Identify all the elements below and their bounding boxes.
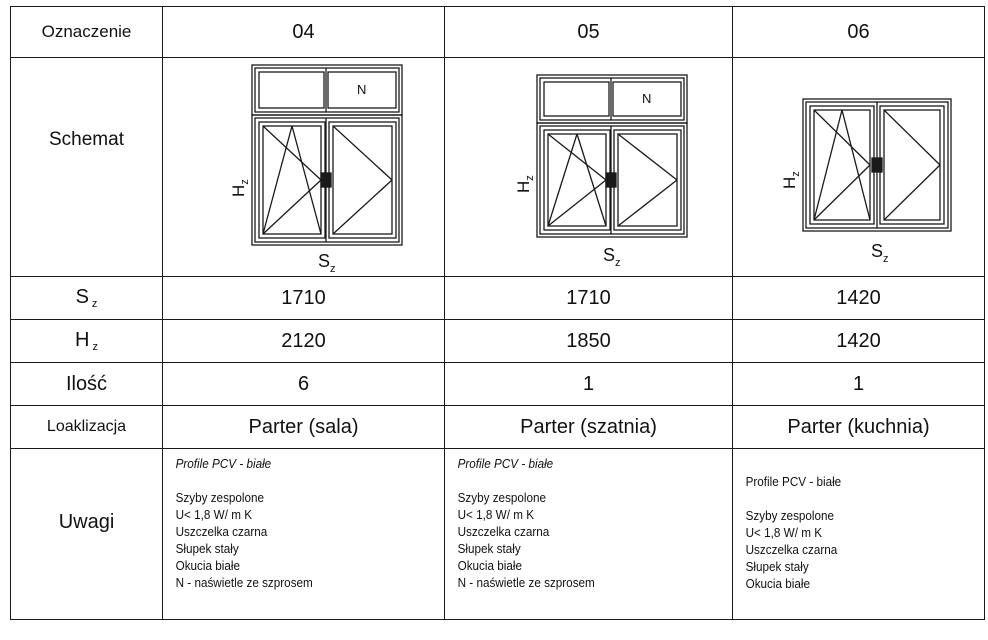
note-line: Szyby zespolone: [745, 508, 835, 523]
notes-row: Uwagi Profile PCV - białe Szyby zespolon…: [10, 448, 985, 620]
height-dim-05: Hz: [514, 175, 536, 193]
note-line: Szyby zespolone: [457, 490, 547, 505]
schematic-04: N Hz Sz: [162, 57, 445, 277]
header-row: Oznaczenie 04 05 06: [10, 6, 985, 58]
note-line: U< 1,8 W/ m K: [175, 507, 253, 522]
note-line: Uszczelka czarna: [457, 524, 550, 539]
width-dim-06: Sz: [871, 241, 889, 265]
quantity-value-04: 6: [162, 362, 445, 406]
window-06-drawing: Hz Sz: [780, 98, 952, 265]
transom-mark-04: N: [357, 82, 366, 97]
note-line: Słupek stały: [175, 541, 239, 556]
location-value-06: Parter (kuchnia): [732, 405, 985, 449]
location-row: Loaklizacja Parter (sala) Parter (szatni…: [10, 405, 985, 449]
quantity-value-06: 1: [732, 362, 985, 406]
note-line: Okucia białe: [175, 558, 240, 573]
schematic-06: Hz Sz: [732, 57, 985, 277]
note-line: Profile PCV - białe: [745, 474, 842, 489]
height-value-04: 2120: [162, 319, 445, 363]
width-dim-04: Sz: [318, 251, 336, 273]
note-line: Profile PCV - białe: [175, 456, 272, 471]
location-label: Loaklizacja: [10, 405, 163, 449]
notes-04: Profile PCV - białe Szyby zespolone U< 1…: [162, 448, 445, 620]
header-label: Oznaczenie: [10, 6, 163, 58]
width-dim-05: Sz: [603, 245, 621, 269]
note-line: N - naświetle ze szprosem: [175, 575, 313, 590]
note-line: Uszczelka czarna: [745, 542, 838, 557]
note-line: Okucia białe: [457, 558, 522, 573]
location-value-04: Parter (sala): [162, 405, 445, 449]
width-value-04: 1710: [162, 276, 445, 320]
window-spec-table: Oznaczenie 04 05 06 Schemat N: [10, 6, 985, 620]
note-line: Słupek stały: [745, 559, 809, 574]
height-dim-06: Hz: [780, 171, 802, 189]
height-dim-04: Hz: [229, 179, 251, 197]
note-line: U< 1,8 W/ m K: [745, 525, 823, 540]
location-value-05: Parter (szatnia): [444, 405, 733, 449]
width-value-06: 1420: [732, 276, 985, 320]
transom-mark-05: N: [642, 91, 651, 106]
note-line: U< 1,8 W/ m K: [457, 507, 535, 522]
note-line: Słupek stały: [457, 541, 521, 556]
height-value-05: 1850: [444, 319, 733, 363]
quantity-label: Ilość: [10, 362, 163, 406]
schematic-label: Schemat: [49, 128, 124, 150]
quantity-value-05: 1: [444, 362, 733, 406]
quantity-row: Ilość 6 1 1: [10, 362, 985, 406]
notes-05: Profile PCV - białe Szyby zespolone U< 1…: [444, 448, 733, 620]
notes-label: Uwagi: [58, 511, 115, 533]
note-line: Szyby zespolone: [175, 490, 265, 505]
col-id-06: 06: [732, 6, 985, 58]
note-line: Uszczelka czarna: [175, 524, 268, 539]
col-id-05: 05: [444, 6, 733, 58]
note-line: Okucia białe: [745, 576, 810, 591]
height-value-06: 1420: [732, 319, 985, 363]
schematic-05: N Hz Sz: [444, 57, 733, 277]
window-05-drawing: N Hz Sz: [514, 74, 688, 269]
schematic-row: Schemat N Hz S: [10, 57, 985, 277]
width-value-05: 1710: [444, 276, 733, 320]
notes-06: Profile PCV - białe Szyby zespolone U< 1…: [732, 448, 985, 620]
note-line: Profile PCV - białe: [457, 456, 554, 471]
window-04-drawing: N Hz Sz: [229, 64, 403, 273]
note-line: N - naświetle ze szprosem: [457, 575, 595, 590]
col-id-04: 04: [162, 6, 445, 58]
